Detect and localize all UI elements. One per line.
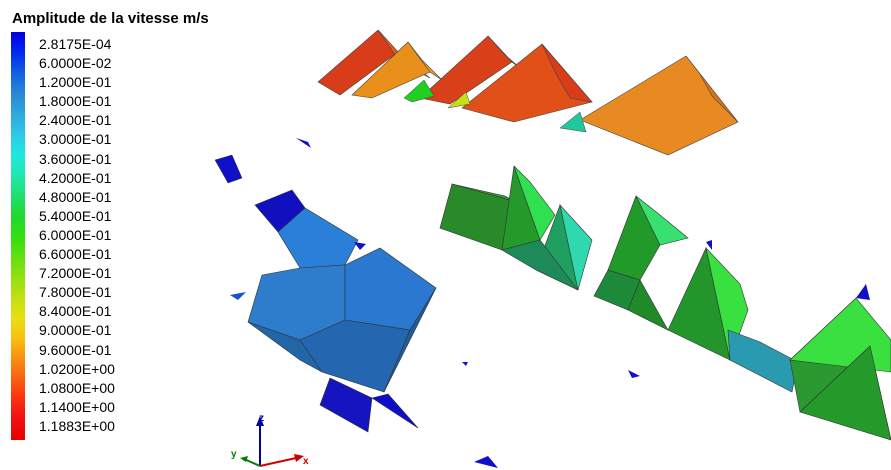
legend-color-bar: [11, 32, 25, 440]
legend-label: 6.0000E-02: [39, 55, 112, 72]
legend-label: 5.4000E-01: [39, 207, 112, 224]
legend-labels: 2.8175E-04 6.0000E-02 1.2000E-01 1.8000E-01…: [39, 35, 115, 436]
axis-x-label: x: [303, 456, 309, 467]
legend-label: 1.0200E+00: [39, 360, 115, 377]
orange-roof-structures: [317, 29, 739, 156]
legend-label: 7.8000E-01: [39, 284, 112, 301]
legend-label: 7.2000E-01: [39, 265, 112, 282]
legend-label: 9.0000E-01: [39, 322, 112, 339]
legend-label: 4.2000E-01: [39, 169, 112, 186]
legend-label: 9.6000E-01: [39, 341, 112, 358]
legend-label: 3.6000E-01: [39, 150, 112, 167]
legend-label: 2.8175E-04: [39, 36, 112, 52]
axis-z-label: z: [259, 413, 264, 424]
legend-label: 6.0000E-01: [39, 226, 112, 243]
legend-label: 6.6000E-01: [39, 246, 112, 263]
legend-label: 1.1883E+00: [39, 417, 115, 434]
legend-label: 1.1400E+00: [39, 398, 115, 415]
legend-label: 1.0800E+00: [39, 379, 115, 396]
blue-block-structure: [214, 138, 640, 468]
legend-label: 1.2000E-01: [39, 74, 112, 91]
green-pyramid-structures: [439, 165, 891, 441]
legend-label: 4.8000E-01: [39, 188, 112, 205]
legend-label: 3.0000E-01: [39, 131, 112, 148]
axis-y-label: y: [231, 449, 237, 460]
axis-triad: z x y: [231, 413, 309, 467]
legend-label: 2.4000E-01: [39, 112, 112, 129]
legend-title: Amplitude de la vitesse m/s: [12, 10, 209, 27]
legend-label: 1.8000E-01: [39, 93, 112, 110]
legend-label: 8.4000E-01: [39, 303, 112, 320]
